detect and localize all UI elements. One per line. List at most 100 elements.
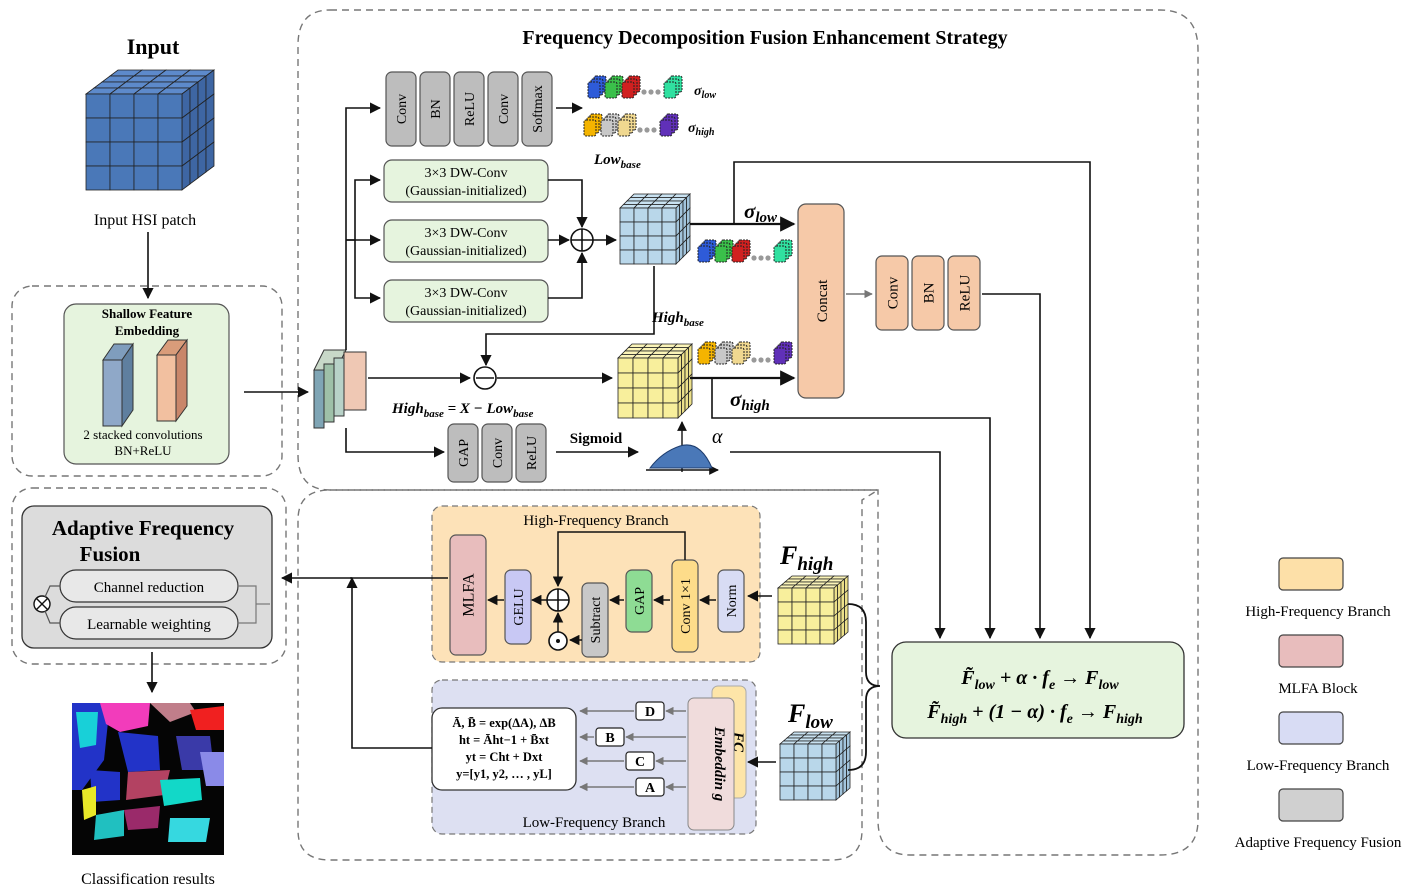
ellipsis-dot — [648, 89, 654, 95]
cube-front-cell — [662, 357, 679, 374]
cube-front-cell — [662, 402, 679, 419]
brace — [847, 603, 881, 771]
pill-to-multiply-1 — [44, 585, 60, 598]
param-label-A: A — [645, 781, 656, 796]
cube-side-cell — [833, 626, 838, 645]
cube-front-cell — [619, 207, 635, 223]
x-to-gap-line — [345, 428, 446, 458]
cube-front-cell — [647, 235, 663, 251]
cube-front-cell — [617, 357, 634, 374]
f-high-cube — [776, 575, 850, 645]
dw-conv-box-0 — [383, 159, 549, 203]
high-op-5-box — [717, 569, 745, 633]
classification-map-image — [72, 703, 224, 855]
shallow-conv-slab-blue — [102, 342, 134, 428]
cube-front-cell — [661, 221, 677, 237]
alpha-op-0-box — [447, 423, 479, 483]
cube-front-cell — [779, 757, 795, 773]
cube-front-cell — [821, 757, 837, 773]
top-op-2-label: ReLU — [463, 92, 478, 126]
multiply-x2 — [35, 597, 49, 611]
cube-side-cell — [675, 245, 680, 265]
cube-front-cell — [157, 141, 183, 167]
embedding-label: Embeddin g — [711, 726, 727, 802]
kernel-front — [587, 81, 601, 99]
cube-side-cell — [837, 623, 842, 642]
cube-front-cell — [133, 165, 159, 191]
top-op-1-box — [419, 71, 451, 147]
high-op-4-label: Conv 1×1 — [679, 578, 694, 634]
low-cube-grid — [619, 193, 691, 265]
cube-front-cell — [661, 249, 677, 265]
param-box-C — [625, 751, 655, 771]
legend-swatch-3 — [1278, 788, 1344, 822]
shallow-caption-2: BN+ReLU — [114, 443, 172, 458]
kernel-front — [714, 347, 728, 365]
f-high-label: Fhigh — [779, 541, 833, 575]
cube-front-cell — [661, 235, 677, 251]
cube-side-cell — [844, 617, 849, 636]
kernel-front — [697, 245, 711, 263]
high-branch-title: High-Frequency Branch — [523, 513, 669, 529]
legend-swatch-2 — [1278, 711, 1344, 745]
cube-front-cell — [819, 601, 835, 617]
concat-label: Concat — [815, 279, 831, 322]
fdfes-region — [297, 9, 1199, 856]
sigma-kernels-high — [697, 341, 793, 365]
input-caption: Input HSI patch — [94, 212, 196, 229]
cube-front-cell — [133, 141, 159, 167]
cube-front-cell — [157, 117, 183, 143]
lowbase-to-subtract — [480, 266, 655, 367]
cube-front-cell — [647, 372, 664, 389]
alpha-label: α — [712, 426, 723, 448]
top-op-3-box — [487, 71, 519, 147]
cube-front-cell — [779, 743, 795, 759]
cube-front-cell — [85, 117, 111, 143]
top-op-4-box — [521, 71, 553, 147]
cube-front-cell — [793, 743, 809, 759]
high-op-3-box — [625, 569, 653, 633]
cube-front-cell — [617, 372, 634, 389]
cube-front-cell — [821, 785, 837, 801]
ssm-line-2: yt = Cht + Dxt — [466, 750, 544, 764]
ssm-line-0: Ā, B̄ = exp(ΔA), ΔB — [452, 716, 555, 730]
cube-front-cell — [647, 221, 663, 237]
cube-front-cell — [85, 141, 111, 167]
post-op-2-box — [947, 255, 981, 331]
cube-front-cell — [821, 743, 837, 759]
ellipsis-dot — [765, 255, 771, 261]
cube-front-cell — [662, 372, 679, 389]
dw-conv-label-1: 3×3 DW-Conv — [425, 166, 508, 181]
low-base-cube — [619, 193, 691, 265]
dw-conv-group: 3×3 DW-Conv (Gaussian-initialized) 3×3 DW-… — [383, 159, 549, 323]
highbase-equation: Highbase = X − Lowbase — [391, 401, 533, 420]
lowbase-to-fusion — [733, 161, 1096, 640]
dw-conv-label-2: (Gaussian-initialized) — [405, 244, 527, 259]
cube-side-cell — [686, 235, 691, 255]
post-op-0-box — [875, 255, 909, 331]
ssm-out — [346, 576, 432, 749]
cube-front-cell — [633, 221, 649, 237]
cube-front-cell — [632, 357, 649, 374]
pill-to-multiply-2 — [44, 610, 60, 624]
cube-front-cell — [619, 221, 635, 237]
cube-front-cell — [805, 629, 821, 645]
ellipsis-dot — [751, 357, 757, 363]
cube-front-cell — [647, 402, 664, 419]
kernel-front — [714, 245, 728, 263]
cube-front-cell — [647, 249, 663, 265]
dw-conv-label-1: 3×3 DW-Conv — [425, 286, 508, 301]
dw-conv-label-2: (Gaussian-initialized) — [405, 184, 527, 199]
ellipsis-dot — [644, 127, 650, 133]
high-op-0-box — [449, 534, 487, 656]
cube-front-cell — [647, 357, 664, 374]
cube-front-cell — [779, 771, 795, 787]
cube-front-cell — [807, 757, 823, 773]
ssm-line-3: y=[y1, y2, … , yL] — [456, 767, 552, 781]
low-base-label: Lowbase — [593, 152, 641, 171]
ellipsis-dot — [758, 255, 764, 261]
input-cube — [84, 69, 216, 191]
